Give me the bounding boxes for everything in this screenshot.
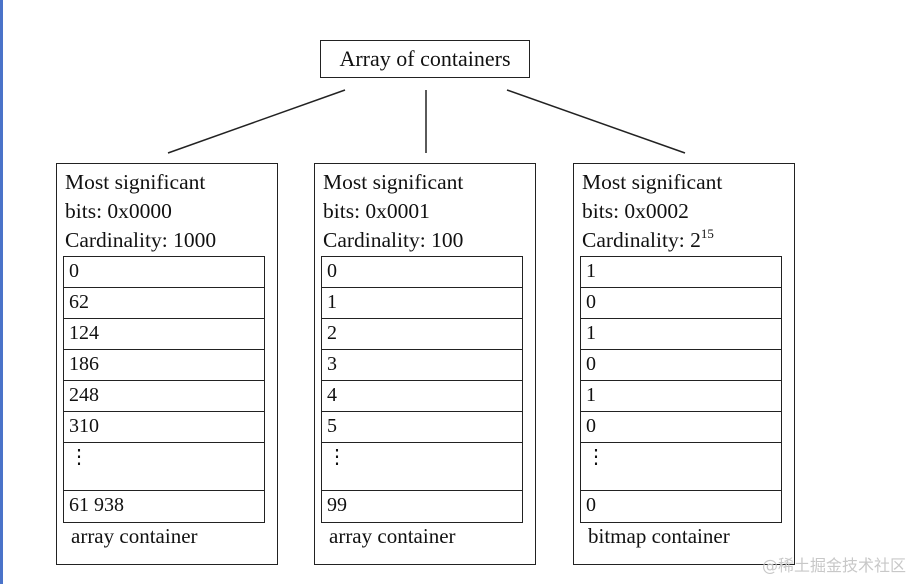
value-cell: 0 <box>581 288 781 319</box>
page-left-edge <box>0 0 3 584</box>
ellipsis-cell: ⋮ <box>322 443 522 491</box>
value-cell: 248 <box>64 381 264 412</box>
value-cell-last: 0 <box>586 494 596 516</box>
value-cell: 186 <box>64 350 264 381</box>
vertical-ellipsis: ⋮ <box>69 446 89 468</box>
value-cell: 3 <box>322 350 522 381</box>
container-box-0x0001: Most significant bits: 0x0001 Cardinalit… <box>314 163 536 565</box>
value-cell: 124 <box>64 319 264 350</box>
value-cell: 4 <box>322 381 522 412</box>
vertical-ellipsis: ⋮ <box>327 446 347 468</box>
value-cells: 1 0 1 0 1 0 ⋮ 0 <box>580 256 782 523</box>
connector-line-right <box>506 89 686 154</box>
ellipsis-cell: ⋮ <box>64 443 264 491</box>
value-cell: 0 <box>581 350 781 381</box>
header-line-bits: bits: 0x0002 <box>582 199 689 223</box>
value-cell: 0 <box>322 257 522 288</box>
container-header: Most significant bits: 0x0000 Cardinalit… <box>65 168 216 255</box>
array-of-containers-box: Array of containers <box>320 40 530 78</box>
cardinality-text: Cardinality: 2 <box>582 228 701 252</box>
value-cells: 0 1 2 3 4 5 ⋮ 99 <box>321 256 523 523</box>
value-cell-last: 61 938 <box>69 494 124 516</box>
value-cell: 1 <box>581 257 781 288</box>
value-cell: 1 <box>322 288 522 319</box>
header-line-most-significant: Most significant <box>323 170 464 194</box>
value-cell: 5 <box>322 412 522 443</box>
container-type-label: bitmap container <box>588 524 730 548</box>
header-line-most-significant: Most significant <box>582 170 723 194</box>
vertical-ellipsis: ⋮ <box>586 446 606 468</box>
header-line-bits: bits: 0x0000 <box>65 199 172 223</box>
array-of-containers-label: Array of containers <box>339 46 511 71</box>
container-type-label: array container <box>329 524 456 548</box>
header-line-cardinality: Cardinality: 1000 <box>65 226 216 255</box>
header-line-cardinality: Cardinality: 215 <box>582 226 722 255</box>
header-line-bits: bits: 0x0001 <box>323 199 430 223</box>
container-header: Most significant bits: 0x0002 Cardinalit… <box>582 168 722 255</box>
value-cell: 0 <box>581 412 781 443</box>
cardinality-text: Cardinality: 1000 <box>65 228 217 252</box>
value-cell: 310 <box>64 412 264 443</box>
value-cells: 0 62 124 186 248 310 ⋮ 61 938 <box>63 256 265 523</box>
header-line-cardinality: Cardinality: 100 <box>323 226 463 255</box>
value-cell: 62 <box>64 288 264 319</box>
container-box-0x0002: Most significant bits: 0x0002 Cardinalit… <box>573 163 795 565</box>
header-line-most-significant: Most significant <box>65 170 206 194</box>
container-type-label: array container <box>71 524 198 548</box>
watermark-text: @稀土掘金技术社区 <box>761 556 906 575</box>
value-cell: 1 <box>581 381 781 412</box>
container-box-0x0000: Most significant bits: 0x0000 Cardinalit… <box>56 163 278 565</box>
ellipsis-cell: ⋮ <box>581 443 781 491</box>
cardinality-text: Cardinality: 100 <box>323 228 464 252</box>
value-cell: 1 <box>581 319 781 350</box>
value-cell: 0 <box>64 257 264 288</box>
cardinality-exponent: 15 <box>700 226 714 241</box>
container-header: Most significant bits: 0x0001 Cardinalit… <box>323 168 463 255</box>
connector-line-left <box>167 89 346 154</box>
value-cell-last: 99 <box>327 494 347 516</box>
value-cell: 2 <box>322 319 522 350</box>
